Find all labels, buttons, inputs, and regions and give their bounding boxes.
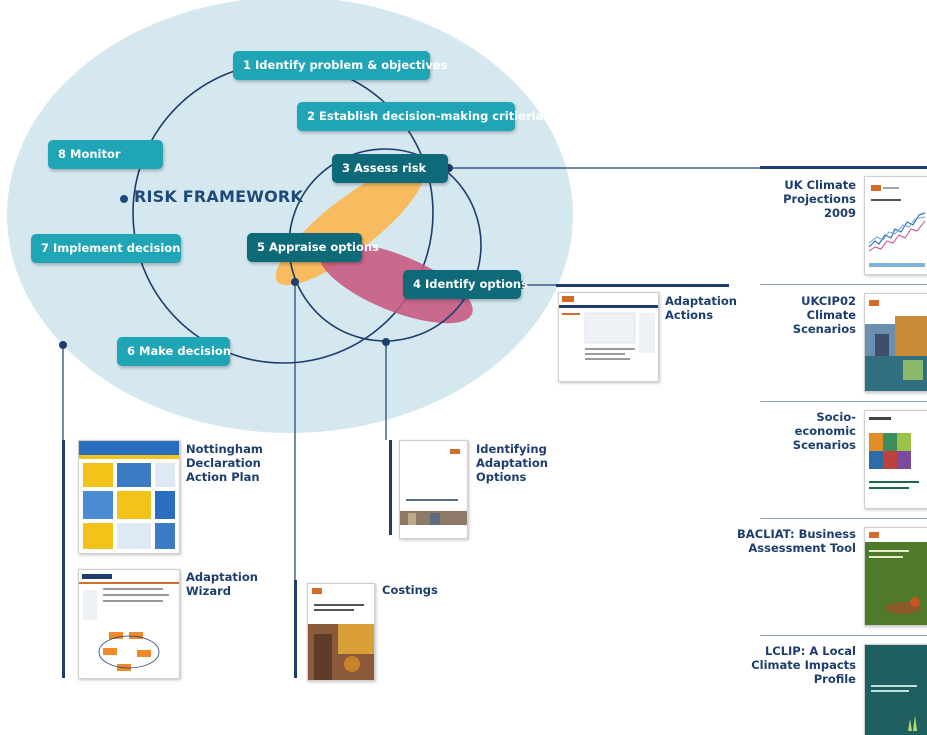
right-column-divider-2 bbox=[760, 401, 927, 402]
adaptation-wizard-webpage-image bbox=[79, 570, 179, 678]
costings-cover-image bbox=[308, 584, 374, 680]
resource-thumb-adaptation-wizard[interactable] bbox=[78, 569, 180, 679]
bacliat-cover-image bbox=[865, 528, 927, 625]
step-3-assess-risk[interactable]: 3 Assess risk bbox=[332, 154, 448, 183]
step-5-appraise-options[interactable]: 5 Appraise options bbox=[247, 233, 379, 262]
resource-thumb-ukcip02[interactable] bbox=[864, 293, 927, 392]
resource-thumb-nottingham[interactable] bbox=[78, 440, 180, 554]
connector-dot-identifying-options bbox=[382, 338, 390, 346]
socio-economic-cover-image bbox=[865, 411, 927, 508]
lclip-cover-image bbox=[865, 645, 927, 735]
identifying-options-bar bbox=[389, 440, 392, 535]
resource-thumb-lclip[interactable] bbox=[864, 644, 927, 735]
resource-label-socio-economic: Socio-economic Scenarios bbox=[792, 410, 856, 452]
identifying-options-cover-image bbox=[400, 441, 467, 538]
right-column-divider-3 bbox=[760, 518, 927, 519]
step-8-monitor[interactable]: 8 Monitor bbox=[48, 140, 163, 169]
resource-label-adaptation-actions: Adaptation Actions bbox=[665, 294, 737, 322]
resource-label-ukcip02: UKCIP02 Climate Scenarios bbox=[792, 294, 856, 336]
resource-label-nottingham: Nottingham Declaration Action Plan bbox=[186, 442, 263, 484]
right-column-divider-4 bbox=[760, 635, 927, 636]
step-6-make-decision[interactable]: 6 Make decision bbox=[117, 337, 231, 366]
ukcp09-chart-image bbox=[865, 177, 927, 274]
resource-thumb-identifying-options[interactable] bbox=[399, 440, 468, 539]
resource-thumb-costings[interactable] bbox=[307, 583, 375, 681]
resource-label-identifying-options: Identifying Adaptation Options bbox=[476, 442, 548, 484]
framework-title: RISK FRAMEWORK bbox=[134, 187, 304, 206]
resource-label-lclip: LCLIP: A Local Climate Impacts Profile bbox=[751, 644, 856, 686]
resource-thumb-bacliat[interactable] bbox=[864, 527, 927, 626]
framework-title-bullet bbox=[120, 195, 128, 203]
ukcip02-cover-image bbox=[865, 294, 927, 391]
resource-thumb-socio-economic[interactable] bbox=[864, 410, 927, 509]
costings-bar bbox=[294, 580, 297, 678]
nottingham-webpage-image bbox=[79, 441, 179, 553]
step-2-establish-criteria[interactable]: 2 Establish decision-making critieria bbox=[297, 102, 543, 131]
nottingham-bar bbox=[62, 440, 65, 678]
step-4-identify-options[interactable]: 4 Identify options bbox=[403, 270, 528, 299]
resource-thumb-ukcp09[interactable] bbox=[864, 176, 927, 275]
pink-blob bbox=[319, 242, 473, 324]
resource-label-ukcp09: UK Climate Projections 2009 bbox=[783, 178, 856, 220]
connector-dot-appraise-options bbox=[291, 278, 299, 286]
right-column-divider-top bbox=[760, 166, 927, 169]
resource-label-costings: Costings bbox=[382, 583, 438, 597]
connector-dot-monitor-side bbox=[59, 341, 67, 349]
resource-label-bacliat: BACLIAT: Business Assessment Tool bbox=[737, 527, 856, 555]
step-7-implement-decision[interactable]: 7 Implement decision bbox=[31, 234, 181, 263]
adaptation-actions-bar bbox=[556, 284, 729, 287]
right-column-divider-1 bbox=[760, 284, 927, 285]
resource-label-adaptation-wizard: Adaptation Wizard bbox=[186, 570, 258, 598]
adaptation-actions-webpage-image bbox=[559, 293, 658, 381]
step-1-identify-problem[interactable]: 1 Identify problem & objectives bbox=[233, 51, 448, 80]
resource-thumb-adaptation-actions[interactable] bbox=[558, 292, 659, 382]
